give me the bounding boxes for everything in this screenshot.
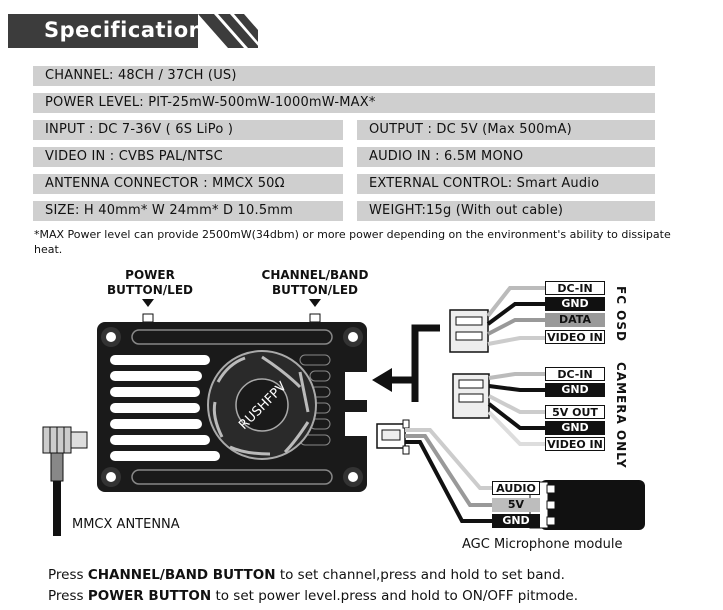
instruction-channel-post: to set channel,press and hold to set ban… [275, 567, 565, 583]
fc-osd-connector-icon [449, 309, 489, 353]
spec-video-in: VIDEO IN : CVBS PAL/NTSC [33, 147, 343, 167]
header-bar [8, 14, 198, 48]
spec-output: OUTPUT : DC 5V (Max 500mA) [357, 120, 655, 140]
fc-pin-dc-in: DC-IN [545, 281, 605, 295]
spec-weight: WEIGHT:15g (With out cable) [357, 201, 655, 221]
camera-only-label: CAMERA ONLY [614, 362, 628, 469]
spec-input: INPUT : DC 7-36V ( 6S LiPo ) [33, 120, 343, 140]
instruction-channel: Press CHANNEL/BAND BUTTON to set channel… [48, 567, 565, 583]
cam-pin-dc-in: DC-IN [545, 367, 605, 381]
power-button-label-line2: BUTTON/LED [107, 283, 193, 297]
header-stripes-icon [198, 14, 258, 48]
instruction-power: Press POWER BUTTON to set power level.pr… [48, 588, 578, 604]
channel-button-icon [309, 313, 321, 323]
fc-pin-video-in: VIDEO IN [545, 330, 605, 344]
cam-pin-gnd-2: GND [545, 421, 605, 435]
spec-antenna: ANTENNA CONNECTOR : MMCX 50Ω [33, 174, 343, 194]
antenna-label: MMCX ANTENNA [72, 517, 180, 532]
power-note: *MAX Power level can provide 2500mW(34db… [34, 228, 671, 256]
power-button-label-line1: POWER [125, 268, 175, 282]
wiring-diagram: POWER BUTTON/LED CHANNEL/BAND BUTTON/LED [0, 262, 723, 552]
mic-module-label: AGC Microphone module [462, 537, 623, 552]
instruction-power-pre: Press [48, 588, 88, 604]
camera-connector-icon [452, 373, 490, 419]
mmcx-antenna-icon [42, 426, 88, 536]
instruction-power-post: to set power level.press and hold to ON/… [211, 588, 578, 604]
spec-external-control: EXTERNAL CONTROL: Smart Audio [357, 174, 655, 194]
channel-button-label-line2: BUTTON/LED [272, 283, 358, 297]
mic-module-icon [529, 480, 645, 530]
power-button-label: POWER BUTTON/LED [95, 268, 205, 298]
channel-button-label: CHANNEL/BAND BUTTON/LED [250, 268, 380, 298]
instruction-channel-pre: Press [48, 567, 88, 583]
fc-osd-label: FC OSD [614, 286, 628, 342]
connector-arrow-icon [390, 324, 440, 384]
mic-connector-icon [376, 419, 410, 455]
page-title: Specification [44, 18, 205, 42]
section-header: Specification [8, 14, 258, 48]
spec-audio-in: AUDIO IN : 6.5M MONO [357, 147, 655, 167]
instruction-channel-bold: CHANNEL/BAND BUTTON [87, 567, 276, 583]
channel-arrow-icon [309, 299, 321, 307]
spec-power-level: POWER LEVEL: PIT-25mW-500mW-1000mW-MAX* [33, 93, 655, 113]
cam-pin-5v-out: 5V OUT [545, 405, 605, 419]
channel-button-label-line1: CHANNEL/BAND [261, 268, 369, 282]
mic-pin-5v: 5V [492, 498, 540, 512]
cam-pin-gnd: GND [545, 383, 605, 397]
power-button-icon [142, 313, 154, 323]
spec-channel: CHANNEL: 48CH / 37CH (US) [33, 66, 655, 86]
diagram-graphics: RUSHFPV [42, 286, 645, 536]
vtx-body-icon [97, 322, 367, 492]
power-arrow-icon [142, 299, 154, 307]
instruction-power-bold: POWER BUTTON [87, 588, 212, 604]
mic-pin-gnd: GND [492, 514, 540, 528]
mic-pin-audio: AUDIO [492, 481, 540, 495]
spec-size: SIZE: H 40mm* W 24mm* D 10.5mm [33, 201, 343, 221]
fc-pin-gnd: GND [545, 297, 605, 311]
cam-pin-video-in: VIDEO IN [545, 437, 605, 451]
fc-pin-data: DATA [545, 313, 605, 327]
